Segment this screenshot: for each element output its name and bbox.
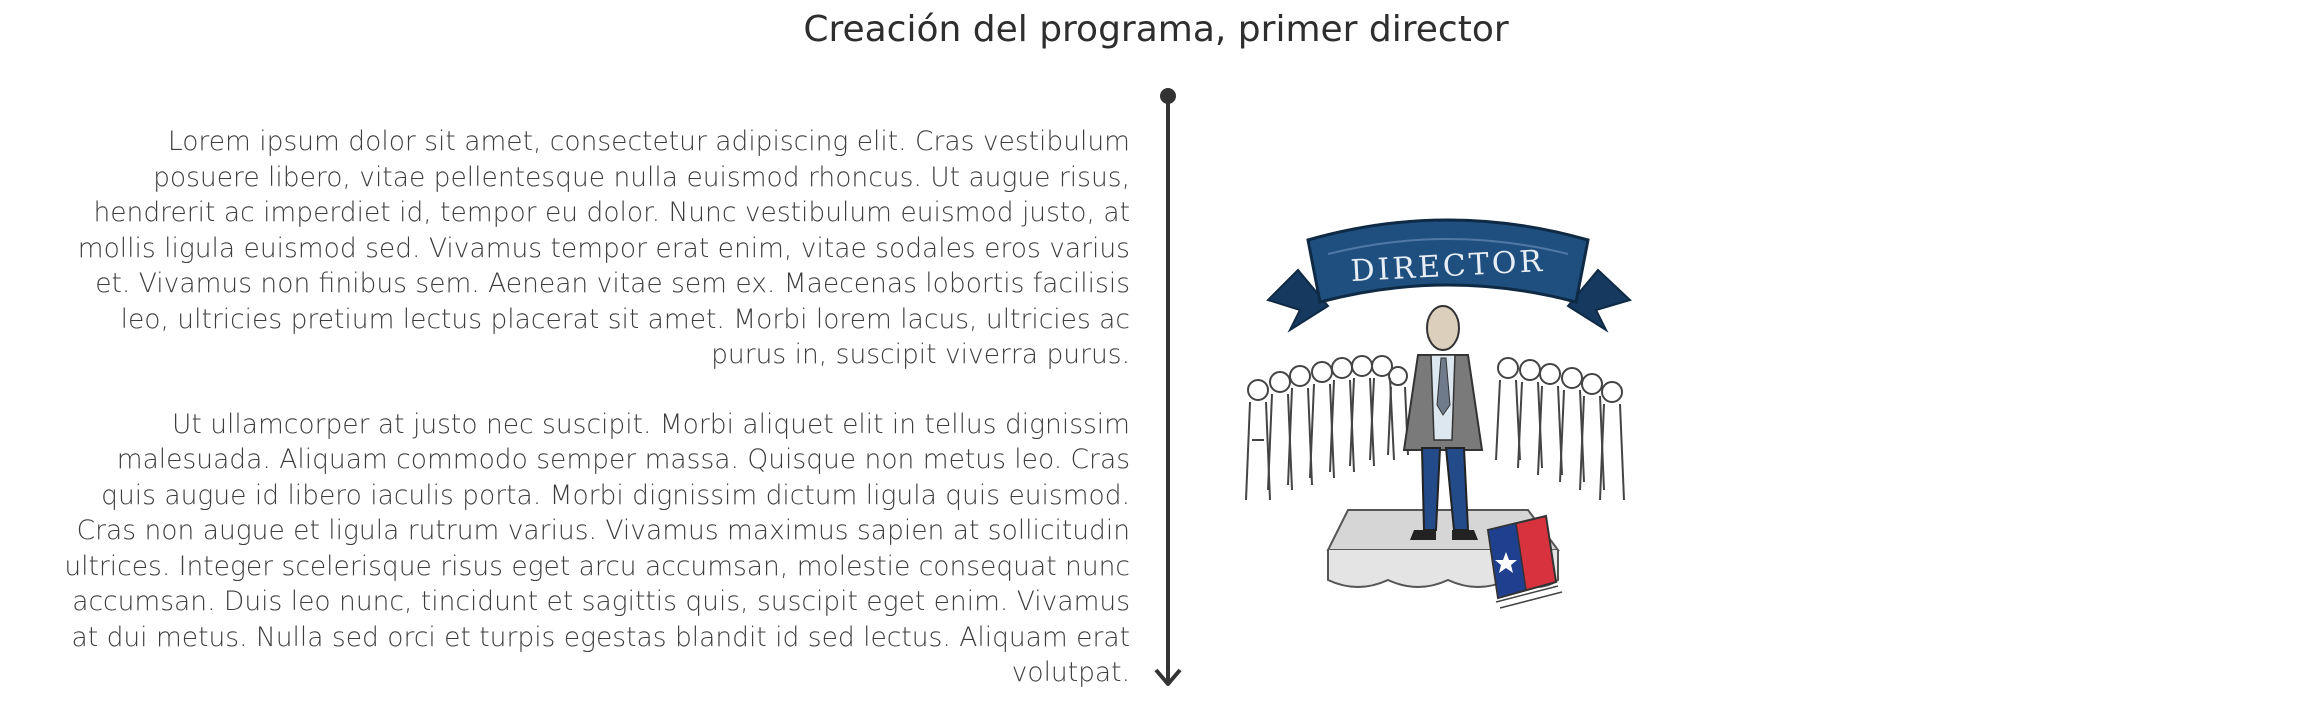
director-illustration: DIRECTOR	[1245, 218, 1632, 609]
director-figure	[1402, 305, 1484, 540]
timeline-arrow	[1154, 88, 1182, 686]
section-title: Creación del programa, primer director	[803, 9, 1509, 50]
crowd-right	[1495, 357, 1625, 501]
director-banner: DIRECTOR	[1266, 218, 1632, 333]
crowd-left	[1245, 355, 1409, 501]
flag-box	[1486, 514, 1563, 609]
paragraph-1: Lorem ipsum dolor sit amet, consectetur …	[77, 126, 1130, 370]
timeline-arrowhead	[1154, 668, 1182, 686]
paragraph-2: Ut ullamcorper at justo nec suscipit. Mo…	[64, 408, 1130, 689]
text-column: Lorem ipsum dolor sit amet, consectetur …	[60, 124, 1130, 725]
